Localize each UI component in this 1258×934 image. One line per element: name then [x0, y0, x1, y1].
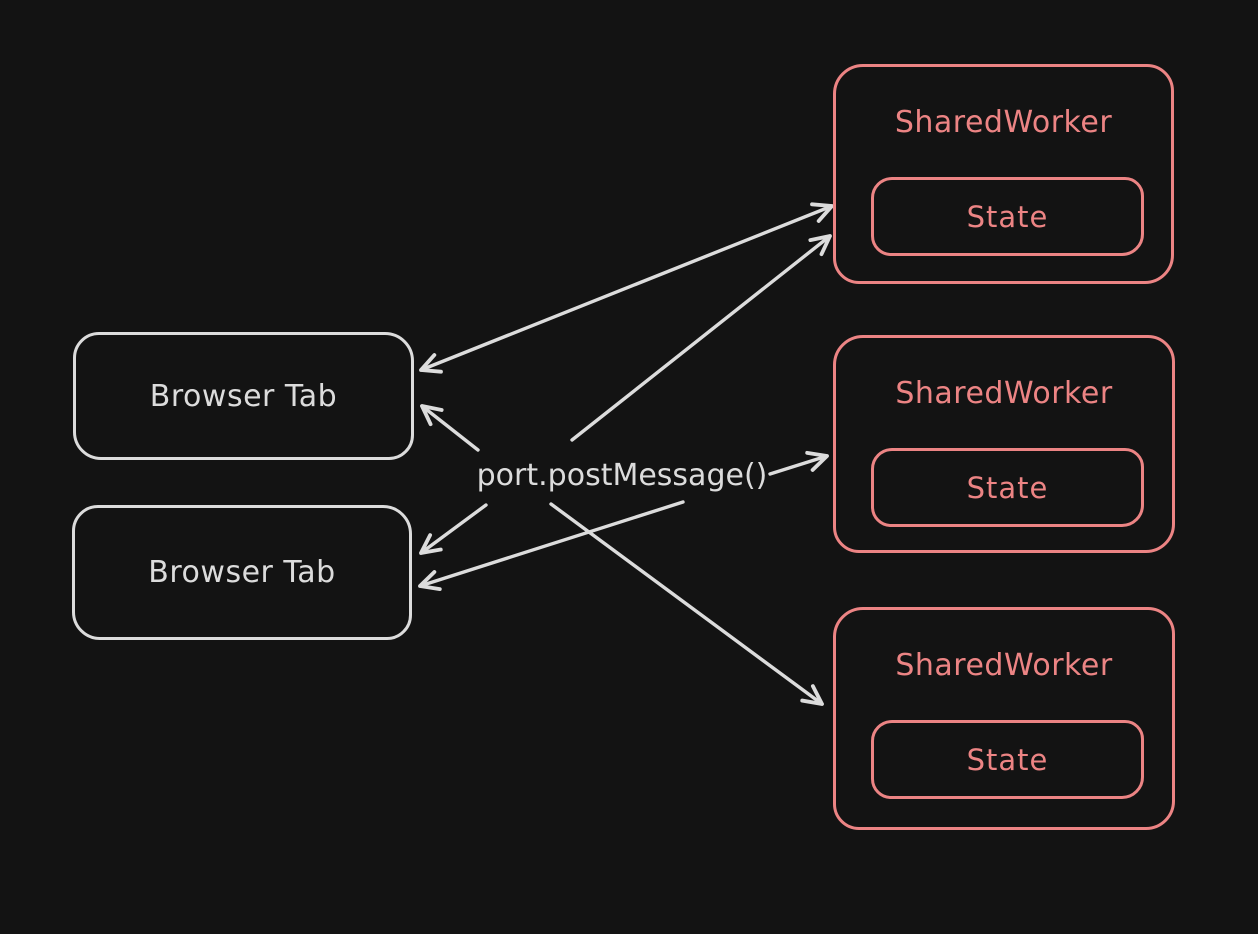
browser-tab-1: Browser Tab [73, 332, 414, 460]
shared-worker-3: SharedWorker State [833, 607, 1175, 830]
shared-worker-1-state-label: State [966, 199, 1049, 234]
shared-worker-2-state-box: State [871, 448, 1144, 527]
browser-tab-2-label: Browser Tab [148, 555, 336, 590]
shared-worker-1-state-box: State [871, 177, 1144, 256]
shared-worker-1-title: SharedWorker [894, 104, 1113, 140]
arrow-label-to-worker3 [549, 502, 824, 706]
arrow-label-to-tab2-lower [418, 500, 685, 591]
shared-worker-3-state-box: State [871, 720, 1144, 799]
shared-worker-3-title: SharedWorker [895, 647, 1113, 683]
shared-worker-2-title: SharedWorker [895, 375, 1113, 411]
browser-tab-1-label: Browser Tab [149, 378, 338, 414]
browser-tab-2: Browser Tab [72, 505, 412, 640]
arrow-tab1-worker1-bidirectional [419, 202, 834, 374]
arrow-label-to-tab1 [420, 404, 480, 452]
shared-worker-2-state-label: State [966, 470, 1049, 505]
shared-worker-2: SharedWorker State [833, 335, 1175, 553]
post-message-label: port.postMessage() [476, 458, 768, 493]
shared-worker-3-state-label: State [966, 742, 1049, 777]
arrow-label-to-worker2 [768, 450, 829, 476]
arrow-label-to-tab2-upper [419, 503, 488, 555]
arrow-label-to-worker1 [570, 234, 832, 442]
shared-worker-1: SharedWorker State [833, 64, 1174, 284]
